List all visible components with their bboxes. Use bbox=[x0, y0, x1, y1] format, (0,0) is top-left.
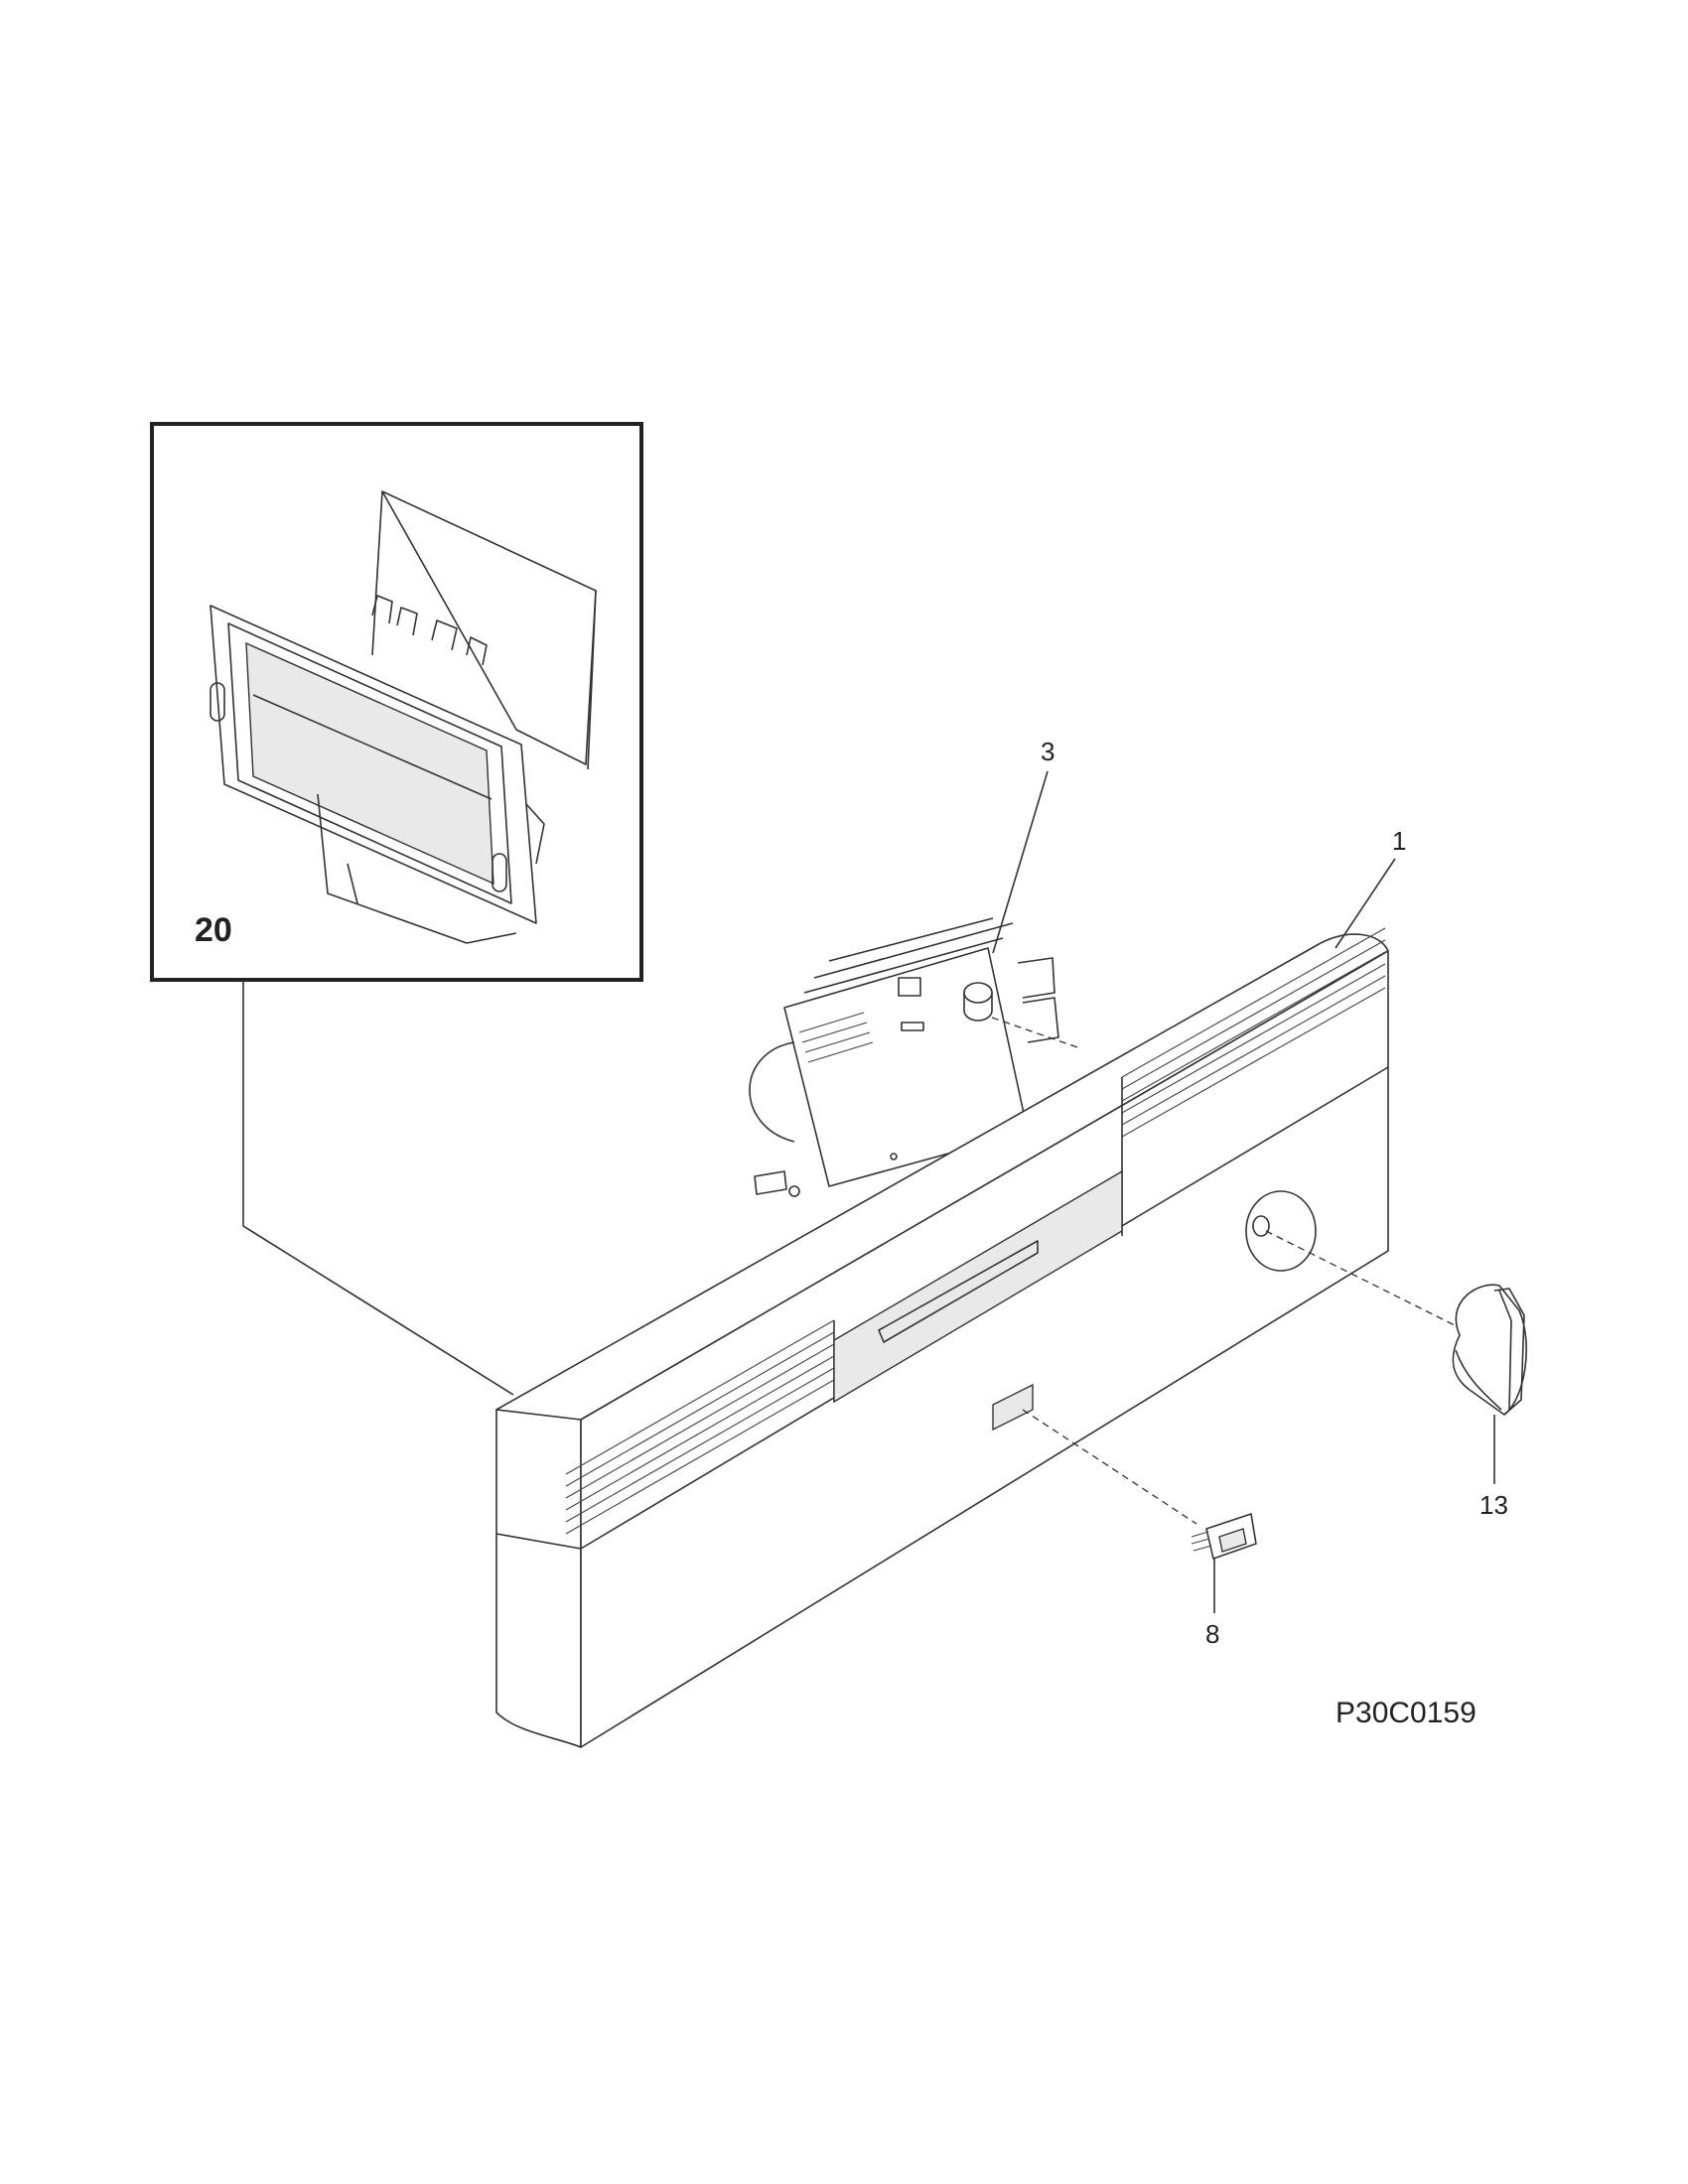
inset-part-20: 20 bbox=[150, 422, 643, 982]
callout-8: 8 bbox=[1205, 1619, 1219, 1649]
leader-1 bbox=[1335, 858, 1396, 949]
knob-part-13 bbox=[1452, 1284, 1527, 1416]
dispenser-housing bbox=[210, 490, 597, 944]
timer-shaft-axis bbox=[991, 1017, 1078, 1048]
inset-leader-line bbox=[242, 980, 514, 1396]
callout-1: 1 bbox=[1392, 826, 1406, 856]
callout-13: 13 bbox=[1479, 1490, 1508, 1520]
knob-hole bbox=[1245, 1190, 1317, 1272]
switch-cutout bbox=[992, 1383, 1034, 1432]
switch-axis bbox=[1022, 1409, 1197, 1525]
timer-part-3 bbox=[749, 917, 1059, 1197]
right-vent bbox=[1121, 927, 1386, 1236]
callout-3: 3 bbox=[1041, 737, 1055, 766]
rocker-switch-part-8 bbox=[1191, 1513, 1257, 1560]
leader-3 bbox=[992, 770, 1049, 954]
drawing-code: P30C0159 bbox=[1336, 1697, 1477, 1729]
control-panel-part-1 bbox=[495, 927, 1389, 1748]
callout-20: 20 bbox=[195, 911, 232, 949]
